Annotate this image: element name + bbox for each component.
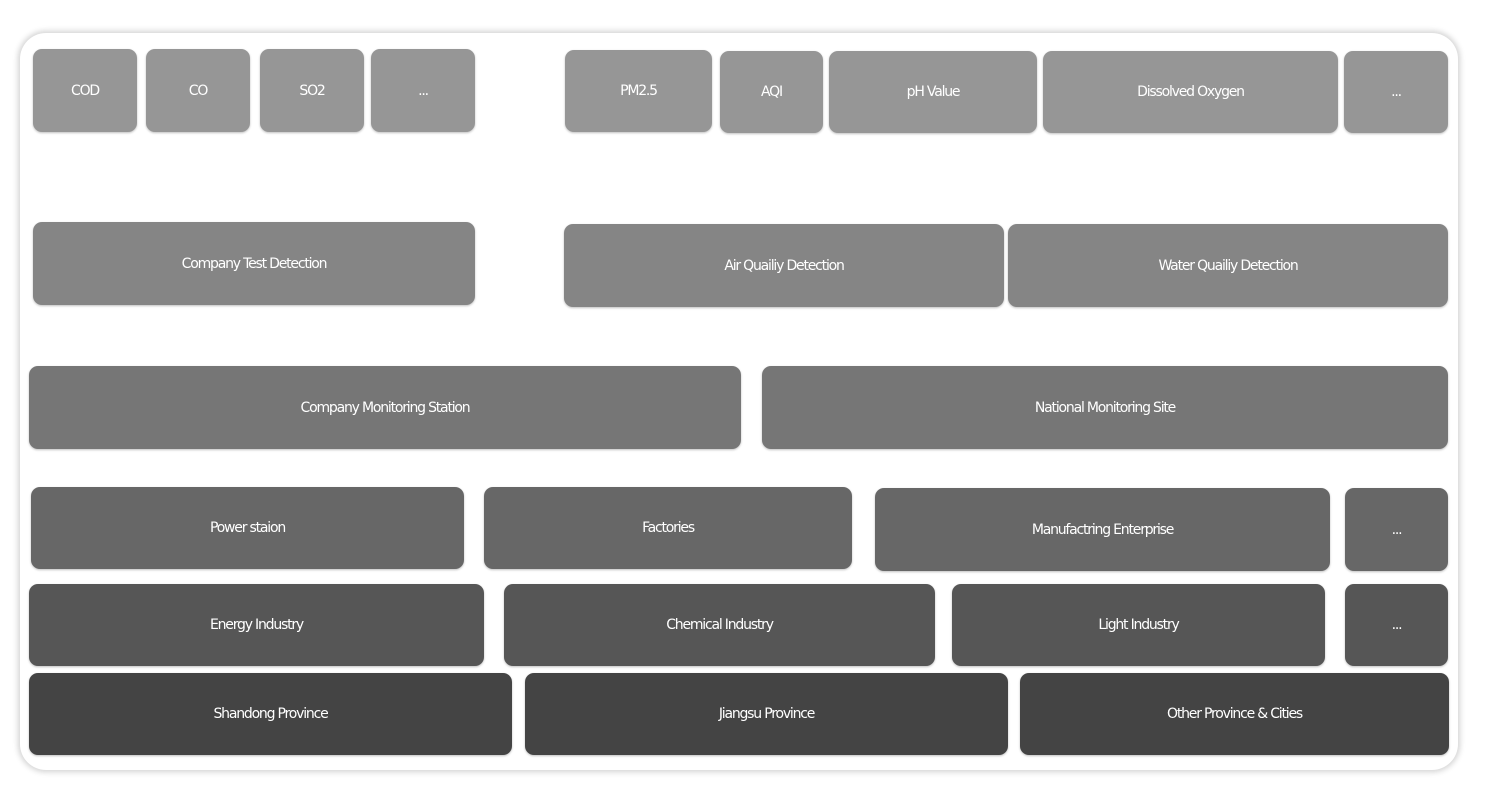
company-test-detection: Company Test Detection [33, 222, 475, 305]
indicator-so2: SO2 [260, 49, 364, 132]
entities-more: ... [1345, 488, 1448, 571]
national-monitoring-site: National Monitoring Site [762, 366, 1448, 449]
jiangsu-province: Jiangsu Province [525, 673, 1008, 755]
indicator-dissolved-oxygen: Dissolved Oxygen [1043, 51, 1338, 133]
air-quality-detection: Air Quailiy Detection [564, 224, 1004, 307]
indicator-more-environment: ... [1344, 51, 1448, 133]
company-monitoring-station: Company Monitoring Station [29, 366, 741, 449]
indicator-ph-value: pH Value [829, 51, 1037, 133]
power-station: Power staion [31, 487, 464, 569]
indicator-more-company: ... [371, 49, 475, 132]
factories: Factories [484, 487, 852, 569]
industries-more: ... [1345, 584, 1448, 666]
light-industry: Light Industry [952, 584, 1325, 666]
shandong-province: Shandong Province [29, 673, 512, 755]
indicator-pm25: PM2.5 [565, 50, 712, 132]
chemical-industry: Chemical Industry [504, 584, 935, 666]
other-province-cities: Other Province & Cities [1020, 673, 1449, 755]
water-quality-detection: Water Quailiy Detection [1008, 224, 1448, 307]
indicator-cod: COD [33, 49, 137, 132]
indicator-co: CO [146, 49, 250, 132]
energy-industry: Energy Industry [29, 584, 484, 666]
manufacturing-enterprise: Manufactring Enterprise [875, 488, 1330, 571]
indicator-aqi: AQI [720, 51, 823, 133]
